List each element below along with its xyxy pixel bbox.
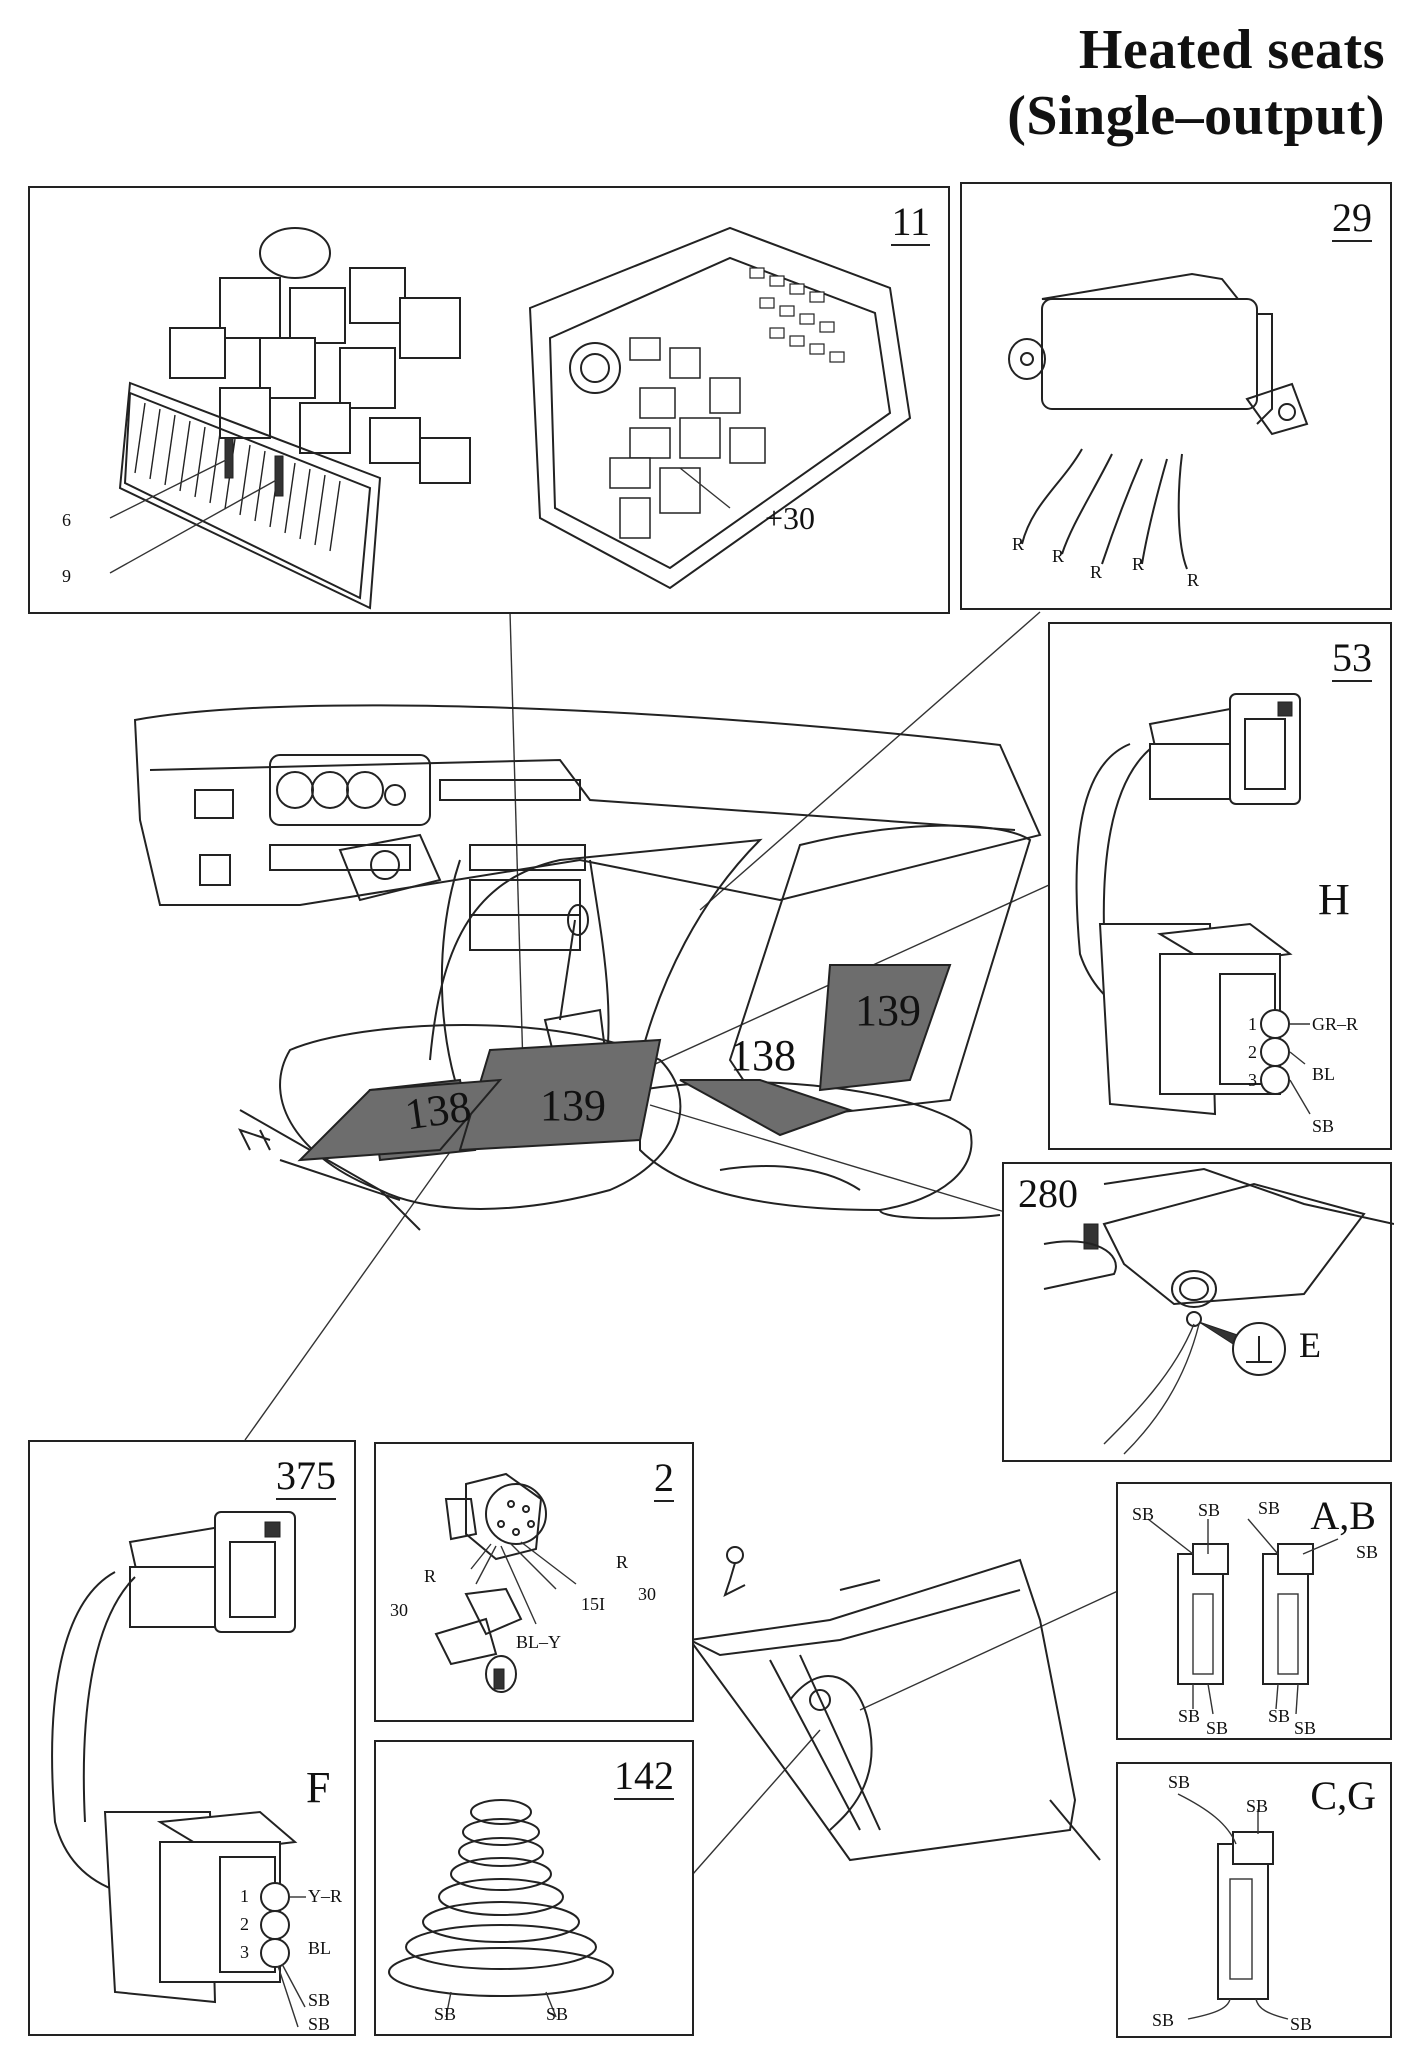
panel-142-spring: 142 SB SB [374, 1740, 694, 2036]
wire-r: R [1012, 534, 1025, 554]
seat-frame [688, 1558, 1077, 1862]
wire-sb: SB [1356, 1542, 1379, 1562]
callout-139: 139 [540, 1081, 606, 1130]
panel-ab-connectors: A,B SB SB SB SB SB SB SB SB [1116, 1482, 1392, 1740]
wire-sb: SB [434, 2004, 457, 2024]
pin-2: 2 [1248, 1042, 1257, 1062]
wire-r: R [1090, 562, 1103, 582]
callout-6: 6 [62, 510, 71, 530]
dashboard-outline [133, 704, 1042, 906]
callout-138: 138 [401, 1081, 475, 1140]
wire-gr-r: GR–R [1312, 1014, 1359, 1034]
panel-number: 29 [1332, 195, 1372, 242]
callout-plus30: +30 [765, 500, 816, 536]
leader-line-29 [699, 611, 1041, 911]
wire-sb: SB [1268, 1706, 1291, 1726]
connector-h: H [1318, 875, 1350, 924]
leader-line-142 [669, 1729, 821, 1901]
heating-pad-139-right [818, 964, 952, 1092]
panel-375-switch: 375 F 1 2 3 Y–R BL SB SB [28, 1440, 356, 2036]
leader-line-375 [244, 1144, 456, 1441]
connector-f: F [306, 1763, 331, 1812]
leader-line-ab [859, 1589, 1121, 1711]
ground-e: E [1299, 1325, 1321, 1365]
wire-bl: BL [1312, 1064, 1336, 1084]
page-title: Heated seats [1078, 19, 1385, 81]
panel-53-switch: 53 H 1 2 3 GR–R BL SB [1048, 622, 1392, 1150]
panel-280-ground: 280 E [1002, 1162, 1394, 1462]
pin-3: 3 [1248, 1070, 1257, 1090]
callout-139: 139 [855, 986, 921, 1035]
panel-number: 53 [1332, 635, 1372, 682]
panel-number: 280 [1018, 1171, 1078, 1216]
callout-138: 138 [730, 1031, 796, 1080]
panel-number: 2 [654, 1455, 674, 1502]
wire-sb: SB [546, 2004, 569, 2024]
wire-sb: SB [308, 1990, 331, 2010]
label-30: 30 [390, 1600, 408, 1620]
pin-2: 2 [240, 1914, 249, 1934]
pin-1: 1 [240, 1886, 249, 1906]
wire-y-r: Y–R [308, 1886, 343, 1906]
wire-sb: SB [1290, 2014, 1313, 2034]
label-r: R [616, 1552, 629, 1572]
panel-number: 11 [891, 199, 930, 246]
wire-r: R [1187, 570, 1200, 590]
panel-11-fusebox: 11 [28, 186, 950, 614]
wire-sb: SB [1206, 1718, 1229, 1738]
panel-number: 375 [276, 1453, 336, 1500]
wire-r: R [1052, 546, 1065, 566]
wire-sb: SB [1168, 1772, 1191, 1792]
wire-sb: SB [1312, 1116, 1335, 1136]
seat-right-cushion [639, 1081, 973, 1212]
wire-sb: SB [1152, 2010, 1175, 2030]
panel-2-ignition: 2 R 30 R 30 15I BL–Y [374, 1442, 694, 1722]
wire-r: R [1132, 554, 1145, 574]
pin-1: 1 [1248, 1014, 1257, 1034]
seat-left [279, 1024, 682, 1210]
connector-ab: A,B [1310, 1493, 1376, 1538]
panel-cg-connector: C,G SB SB SB SB [1116, 1762, 1392, 2038]
label-bl-y: BL–Y [516, 1632, 561, 1652]
wire-sb: SB [1198, 1500, 1221, 1520]
connector-cg: C,G [1310, 1773, 1376, 1818]
heating-pad-138-left [297, 1078, 503, 1162]
heating-pad-138-right [679, 1079, 854, 1137]
label-30: 30 [638, 1584, 656, 1604]
seat-right-back [728, 824, 1032, 1122]
wire-sb: SB [1258, 1498, 1281, 1518]
wire-sb: SB [1178, 1706, 1201, 1726]
panel-number: 142 [614, 1753, 674, 1800]
wire-bl: BL [308, 1938, 332, 1958]
wire-sb: SB [1294, 1718, 1317, 1738]
heating-pad-139-left [458, 1038, 662, 1152]
label-15i: 15I [581, 1594, 605, 1614]
label-r: R [424, 1566, 437, 1586]
panel-29-control-module: 29 R R R R R [960, 182, 1392, 610]
wire-sb: SB [1246, 1796, 1269, 1816]
leader-line-280 [649, 1104, 1006, 1213]
wire-sb: SB [1132, 1504, 1155, 1524]
pin-3: 3 [240, 1942, 249, 1962]
wire-sb: SB [308, 2014, 331, 2034]
page-subtitle: (Single–output) [1007, 85, 1385, 147]
callout-9: 9 [62, 566, 71, 586]
